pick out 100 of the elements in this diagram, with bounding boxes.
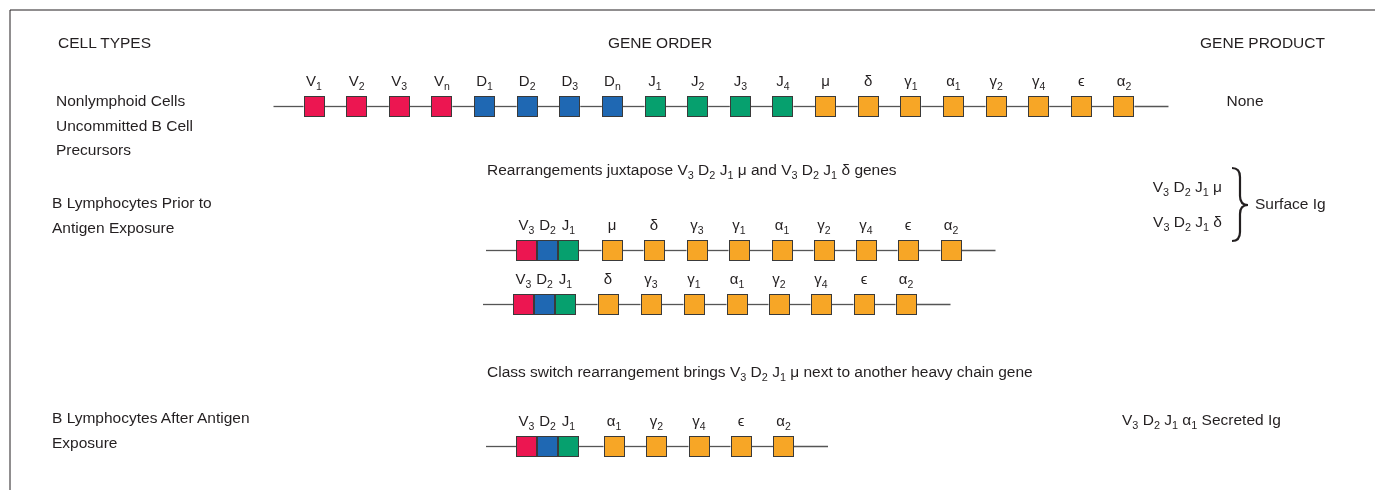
dna-strand-line [878,105,901,108]
dna-strand-line [875,249,899,252]
gene-label: V$_{3}$ [391,72,408,90]
rearrangement-note: Rearrangements juxtapose V$_{3}$ D$_{2}$ J$_{1}$ μ and V$_{3}$ D$_{2}$ J$_{1}$ δ genes [487,160,898,183]
dna-strand-line [617,303,642,306]
gene-label: γ$_{4}$ [859,216,873,234]
gene-label: δ [603,270,613,288]
gene-label: V$_{3}$ [515,270,532,288]
gene-label: D$_{2}$ [536,270,553,288]
gene-label: D$_{n}$ [604,72,621,90]
dna-strand-line [485,249,517,252]
gene-label: γ$_{3}$ [690,216,704,234]
dna-strand-line [660,303,685,306]
dna-strand-line [963,105,987,108]
gene-label: V$_{3}$ [518,216,535,234]
gene-label: D$_{2}$ [539,216,556,234]
dna-strand-line [621,249,645,252]
gene-label: ϵ [1078,72,1085,90]
gene-label: D$_{2}$ [539,412,556,430]
cell-type-label: Nonlymphoid Cells Uncommitted B Cell Precursors [56,91,194,160]
dna-strand-line [830,303,855,306]
dna-strand-line [1048,105,1072,108]
gene-label: V$_{2}$ [348,72,365,90]
gene-label: γ$_{1}$ [904,72,918,90]
dna-strand-line [578,249,603,252]
gene-product-label: Surface Ig [1255,194,1327,214]
gene-label: δ [649,216,659,234]
gene-label: δ [864,72,873,90]
gene-label: V$_{1}$ [306,72,322,90]
dna-strand-line [750,445,774,448]
gene-label: D$_{3}$ [561,72,579,90]
gene-label: V$_{n}$ [433,72,450,90]
dna-strand-line [750,105,774,108]
gene-label: α$_{2}$ [898,270,914,288]
cell-type-label: B Lymphocytes After Antigen Exposure [52,408,251,453]
gene-label: α$_{1}$ [774,216,790,234]
column-heading: GENE PRODUCT [1199,33,1326,53]
gene-label: γ$_{1}$ [732,216,746,234]
gene-label: J$_{2}$ [691,72,705,90]
column-heading: CELL TYPES [58,33,153,53]
dna-strand-line [835,105,859,108]
dna-strand-line [920,105,944,108]
gene-label: J$_{1}$ [648,72,662,90]
gene-label: α$_{1}$ [606,412,622,430]
dna-strand-line [485,445,517,448]
dna-strand-line [793,445,829,448]
gene-label: J$_{1}$ [561,216,576,234]
dna-strand-line [664,105,688,108]
dna-strand-line [666,445,690,448]
gene-label: ϵ [860,270,868,288]
gene-label: D$_{2}$ [518,72,536,90]
gene-label: α$_{1}$ [946,72,961,90]
dna-strand-line [323,105,347,108]
gene-label: α$_{2}$ [1116,72,1132,90]
gene-label: γ$_{2}$ [649,412,664,430]
dna-strand-line [579,105,603,108]
gene-label: α$_{2}$ [943,216,959,234]
gene-label: μ [821,72,830,90]
gene-label: V$_{3}$ [518,412,535,430]
dna-strand-line [575,303,599,306]
dna-strand-line [960,249,997,252]
gene-label: γ$_{1}$ [687,270,701,288]
gene-product-label: None [1225,91,1265,111]
gene-label: α$_{2}$ [776,412,791,430]
gene-product-label: V$_{3}$ D$_{2}$ J$_{1}$ δ [1152,212,1222,235]
gene-label: D$_{1}$ [476,72,493,90]
dna-strand-line [708,445,732,448]
gene-label: J$_{3}$ [733,72,747,90]
dna-strand-line [746,303,770,306]
dna-strand-line [272,105,305,108]
gene-label: γ$_{4}$ [1032,72,1046,90]
gene-product-label: V$_{3}$ D$_{2}$ J$_{1}$ μ [1151,177,1222,200]
dna-strand-line [482,303,514,306]
dna-strand-line [409,105,433,108]
dna-strand-line [494,105,518,108]
dna-strand-line [706,249,730,252]
gene-product-label: V$_{3}$ D$_{2}$ J$_{1}$ α$_{1}$ Secreted Ig [1122,410,1282,433]
dna-strand-line [703,303,728,306]
dna-strand-line [748,249,773,252]
gene-label: γ$_{2}$ [817,216,831,234]
dna-strand-line [1005,105,1029,108]
dna-strand-line [623,445,647,448]
gene-label: J$_{1}$ [558,270,573,288]
dna-strand-line [915,303,952,306]
dna-strand-line [366,105,390,108]
gene-label: γ$_{2}$ [989,72,1003,90]
dna-strand-line [578,445,605,448]
gene-label: J$_{1}$ [561,412,576,430]
dna-strand-line [663,249,688,252]
dna-strand-line [833,249,857,252]
dna-strand-line [707,105,731,108]
gene-label: J$_{4}$ [776,72,790,90]
gene-label: μ [607,216,617,234]
column-heading: GENE ORDER [606,33,714,53]
gene-label: γ$_{4}$ [692,412,706,430]
gene-label: γ$_{3}$ [644,270,658,288]
dna-strand-line [788,303,812,306]
gene-label: ϵ [904,216,912,234]
gene-label: α$_{1}$ [729,270,745,288]
dna-strand-line [791,249,815,252]
